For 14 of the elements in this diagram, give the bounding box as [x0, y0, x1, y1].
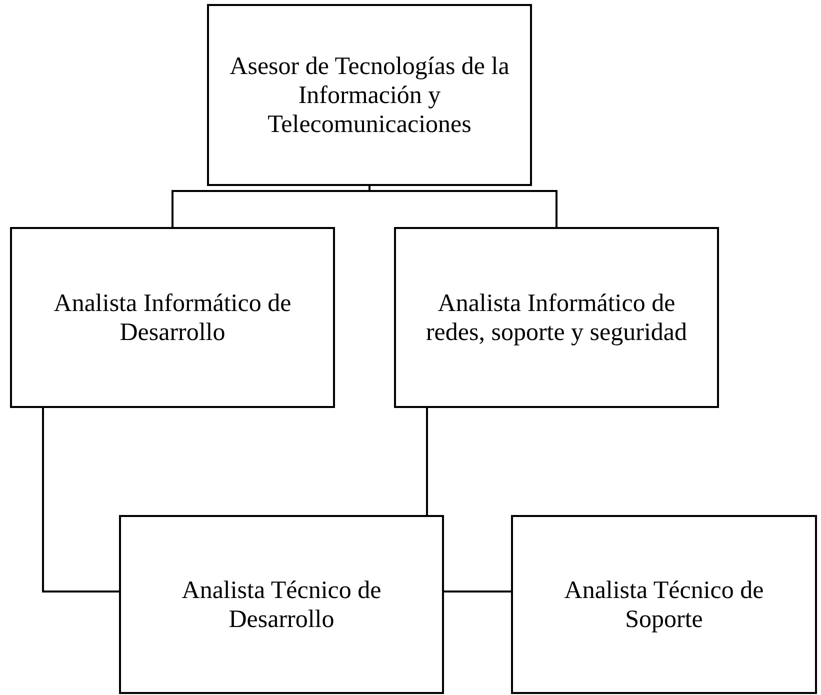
role-title: Asesor de Tecnologías de la Información y Telecomunicaciones	[228, 52, 510, 138]
role-title: Analista Técnico de Desarrollo	[180, 576, 382, 634]
role-box	[511, 515, 817, 694]
role-title: Analista Técnico de Soporte	[563, 576, 765, 634]
connector-line	[426, 408, 428, 515]
role-box	[10, 227, 335, 408]
title-box	[207, 4, 532, 186]
role-title: Analista Informático de redes, soporte y seguridad	[424, 288, 688, 346]
role-box	[394, 227, 719, 408]
connector-line	[42, 408, 119, 592]
role-title: Analista Informático de Desarrollo	[52, 288, 292, 346]
role-box	[119, 515, 444, 694]
connector-line	[368, 186, 558, 227]
connector-line	[444, 590, 511, 592]
